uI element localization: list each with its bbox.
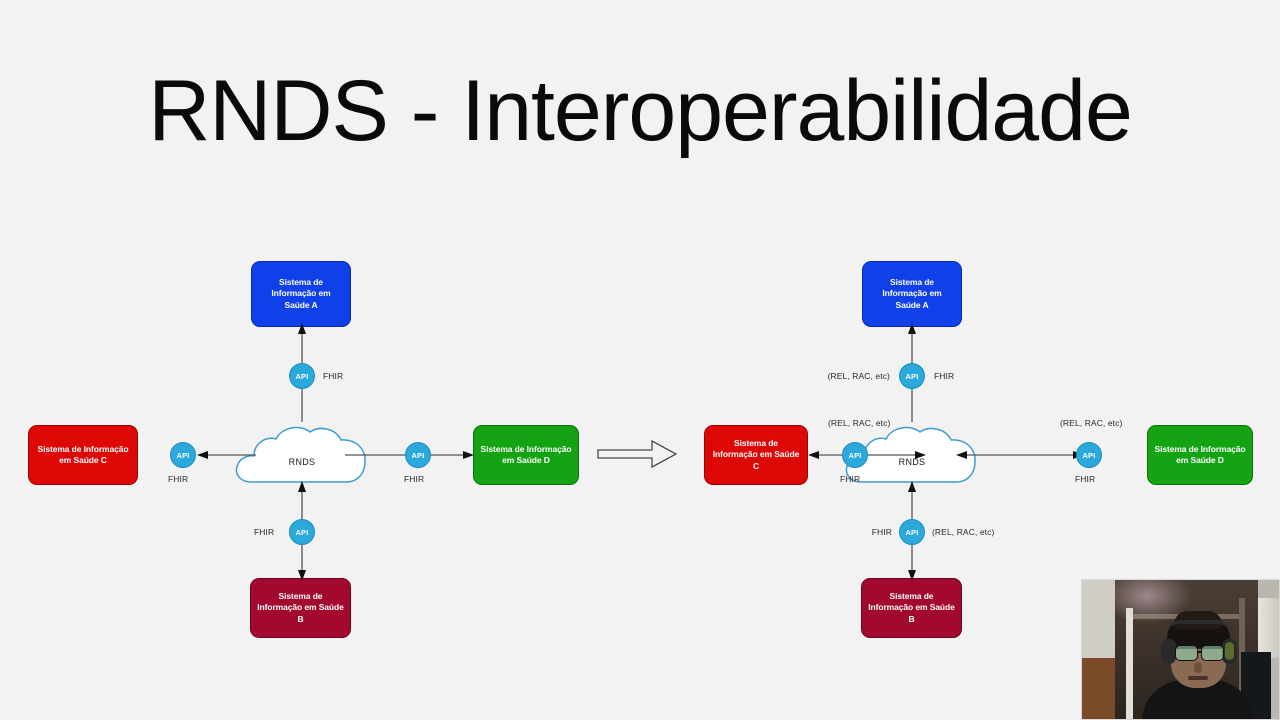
- node-sistema-saude-a[interactable]: Sistema de Informação em Saúde A: [862, 261, 962, 327]
- edge-label-top-fhir: FHIR: [934, 371, 955, 381]
- edge-label-right-rel-rac: (REL, RAC, etc): [1060, 418, 1123, 428]
- diagram-after: RNDS Sistema de Informação em Saúde A Si…: [640, 0, 1280, 720]
- api-badge-left[interactable]: API: [842, 442, 868, 468]
- node-label: Sistema de Informação em Saúde A: [271, 276, 331, 310]
- glasses-lens-left-icon: [1175, 645, 1198, 661]
- edge-label-bottom-fhir: FHIR: [254, 527, 275, 537]
- webcam-overlay[interactable]: [1081, 579, 1280, 720]
- node-label: Sistema de Informação em Saúde B: [868, 590, 955, 624]
- api-badge-right[interactable]: API: [1076, 442, 1102, 468]
- cloud-label: RNDS: [288, 457, 316, 467]
- edge-label-top-rel-rac: (REL, RAC, etc): [827, 371, 890, 381]
- api-badge-label: API: [848, 450, 862, 460]
- api-badge-label: API: [295, 527, 309, 537]
- api-badge-label: API: [295, 371, 309, 381]
- api-badge-label: API: [411, 450, 425, 460]
- node-sistema-saude-d[interactable]: Sistema de Informação em Saúde D: [1147, 425, 1253, 485]
- api-badge-label: API: [905, 527, 919, 537]
- node-label: Sistema de Informação em Saúde D: [480, 443, 572, 465]
- connector-cloud-to-right: [955, 448, 1085, 462]
- edge-label-right-fhir: FHIR: [1075, 474, 1096, 484]
- edge-label-left-fhir: FHIR: [840, 474, 861, 484]
- api-badge-right[interactable]: API: [405, 442, 431, 468]
- node-sistema-saude-c[interactable]: Sistema de Informação em Saúde C: [28, 425, 138, 485]
- node-label: Sistema de Informação em Saúde C: [37, 443, 129, 465]
- cloud-label: RNDS: [898, 457, 926, 467]
- glasses-bridge-icon: [1197, 651, 1202, 653]
- edge-label-bottom-rel-rac: (REL, RAC, etc): [932, 527, 995, 537]
- api-badge-top[interactable]: API: [289, 363, 315, 389]
- api-badge-top[interactable]: API: [899, 363, 925, 389]
- diagram-before: RNDS Sistema de Informação em Saúde A Si…: [28, 261, 579, 638]
- api-badge-label: API: [905, 371, 919, 381]
- edge-label-left-fhir: FHIR: [168, 474, 189, 484]
- api-badge-bottom[interactable]: API: [899, 519, 925, 545]
- glasses-lens-right-icon: [1201, 645, 1224, 661]
- edge-label-top-fhir: FHIR: [323, 371, 344, 381]
- webcam-curtain: [1258, 598, 1279, 658]
- connector-cloud-to-right: [345, 448, 475, 462]
- webcam-cabinet: [1082, 658, 1115, 719]
- webcam-person-nose: [1194, 662, 1202, 673]
- connector-cloud-to-left: [196, 448, 256, 462]
- node-sistema-saude-b[interactable]: Sistema de Informação em Saúde B: [250, 578, 351, 638]
- edge-label-bottom-fhir: FHIR: [871, 527, 892, 537]
- webcam-door-frame-left: [1126, 608, 1133, 719]
- node-label: Sistema de Informação em Saúde C: [712, 437, 800, 471]
- edge-label-left-rel-rac: (REL, RAC, etc): [828, 418, 891, 428]
- webcam-scene: [1082, 580, 1279, 719]
- rnds-cloud: RNDS: [232, 420, 372, 490]
- node-sistema-saude-b[interactable]: Sistema de Informação em Saúde B: [861, 578, 962, 638]
- api-badge-label: API: [176, 450, 190, 460]
- node-sistema-saude-a[interactable]: Sistema de Informação em Saúde A: [251, 261, 351, 327]
- node-label: Sistema de Informação em Saúde B: [257, 590, 344, 624]
- page-title: RNDS - Interoperabilidade: [148, 63, 1133, 159]
- node-label: Sistema de Informação em Saúde A: [882, 276, 942, 310]
- api-badge-label: API: [1082, 450, 1096, 460]
- edge-label-right-fhir: FHIR: [404, 474, 425, 484]
- transition-arrow-icon: [596, 437, 678, 471]
- headphones-band-icon: [1168, 620, 1229, 632]
- webcam-person-mouth: [1188, 676, 1208, 680]
- headphones-earcup-right-accent: [1225, 642, 1234, 660]
- api-badge-bottom[interactable]: API: [289, 519, 315, 545]
- node-label: Sistema de Informação em Saúde D: [1154, 443, 1246, 465]
- headphones-earcup-left-icon: [1161, 639, 1176, 664]
- node-sistema-saude-c[interactable]: Sistema de Informação em Saúde C: [704, 425, 808, 485]
- api-badge-left[interactable]: API: [170, 442, 196, 468]
- node-sistema-saude-d[interactable]: Sistema de Informação em Saúde D: [473, 425, 579, 485]
